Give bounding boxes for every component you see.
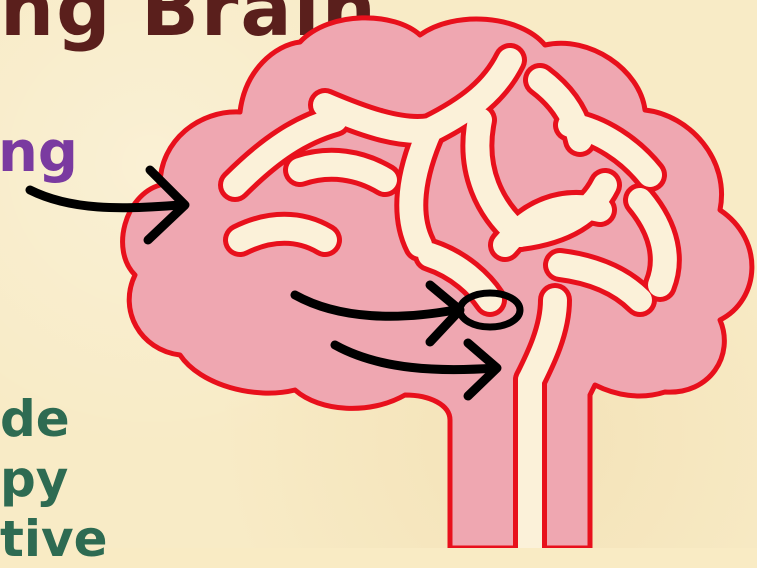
arrow-1	[30, 170, 185, 240]
brain-diagram	[0, 0, 757, 548]
